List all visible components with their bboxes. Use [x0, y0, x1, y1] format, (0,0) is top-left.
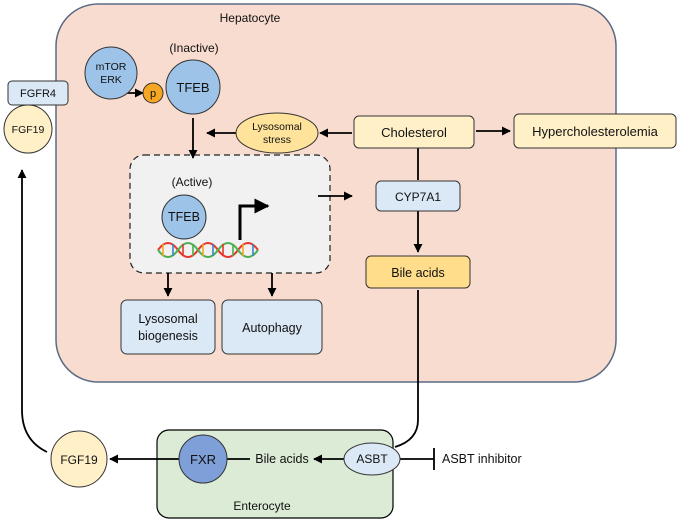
fgf19-top-node — [3, 104, 53, 154]
bile-acids-liver-label: Bile acids — [391, 266, 445, 280]
lysosomal-stress-node — [235, 112, 319, 154]
lyso-stress-line2: stress — [263, 134, 291, 146]
dna-helix-icon — [157, 242, 259, 258]
cyp7a1-box — [375, 180, 461, 212]
tfeb-active-node — [161, 194, 207, 240]
mtor-erk-node — [84, 46, 138, 100]
hepatocyte-title: Hepatocyte — [220, 11, 281, 25]
fxr-node — [178, 434, 228, 484]
lyso-bio-line2: biogenesis — [138, 329, 198, 343]
tfeb-active-label: TFEB — [168, 210, 200, 224]
bile-acids-liver-box — [365, 255, 471, 289]
asbt-label: ASBT — [356, 452, 388, 466]
hypercholesterolemia-box — [513, 113, 677, 149]
transcription-arrow-icon — [238, 198, 270, 240]
bile-acids-gut-label: Bile acids — [255, 452, 309, 466]
inactive-label: (Inactive) — [169, 41, 218, 55]
autophagy-box — [221, 299, 323, 355]
fgf19-bottom-label: FGF19 — [60, 453, 98, 467]
lysosomal-biogenesis-box — [120, 299, 216, 355]
fgfr4-label: FGFR4 — [20, 88, 56, 100]
lyso-stress-line1: Lysosomal — [252, 121, 302, 133]
cholesterol-label: Cholesterol — [381, 125, 447, 140]
enterocyte-title: Enterocyte — [233, 499, 291, 513]
erk-label: ERK — [100, 74, 122, 86]
lyso-bio-line1: Lysosomal — [138, 312, 197, 326]
mtor-label: mTOR — [96, 61, 127, 73]
fgf19-bottom-node — [50, 430, 108, 488]
phospho-badge — [142, 82, 164, 104]
asbt-node — [343, 442, 401, 476]
active-label: (Active) — [172, 175, 213, 189]
tfeb-inactive-node — [165, 59, 221, 115]
line-bile-to-asbt — [394, 290, 419, 448]
active-tfeb-region — [129, 154, 331, 274]
arrow-fgf19-return — [17, 169, 48, 453]
tfeb-inactive-label: TFEB — [176, 80, 209, 95]
cholesterol-box — [353, 115, 475, 149]
autophagy-label: Autophagy — [242, 321, 303, 335]
fxr-label: FXR — [190, 452, 216, 467]
hypercholesterolemia-label: Hypercholesterolemia — [532, 124, 658, 139]
cyp7a1-label: CYP7A1 — [395, 190, 441, 204]
asbt-inhibitor-label: ASBT inhibitor — [442, 452, 522, 466]
fgfr4-receptor — [7, 80, 69, 106]
fgf19-top-label: FGF19 — [12, 124, 45, 136]
phospho-label: p — [150, 88, 156, 100]
